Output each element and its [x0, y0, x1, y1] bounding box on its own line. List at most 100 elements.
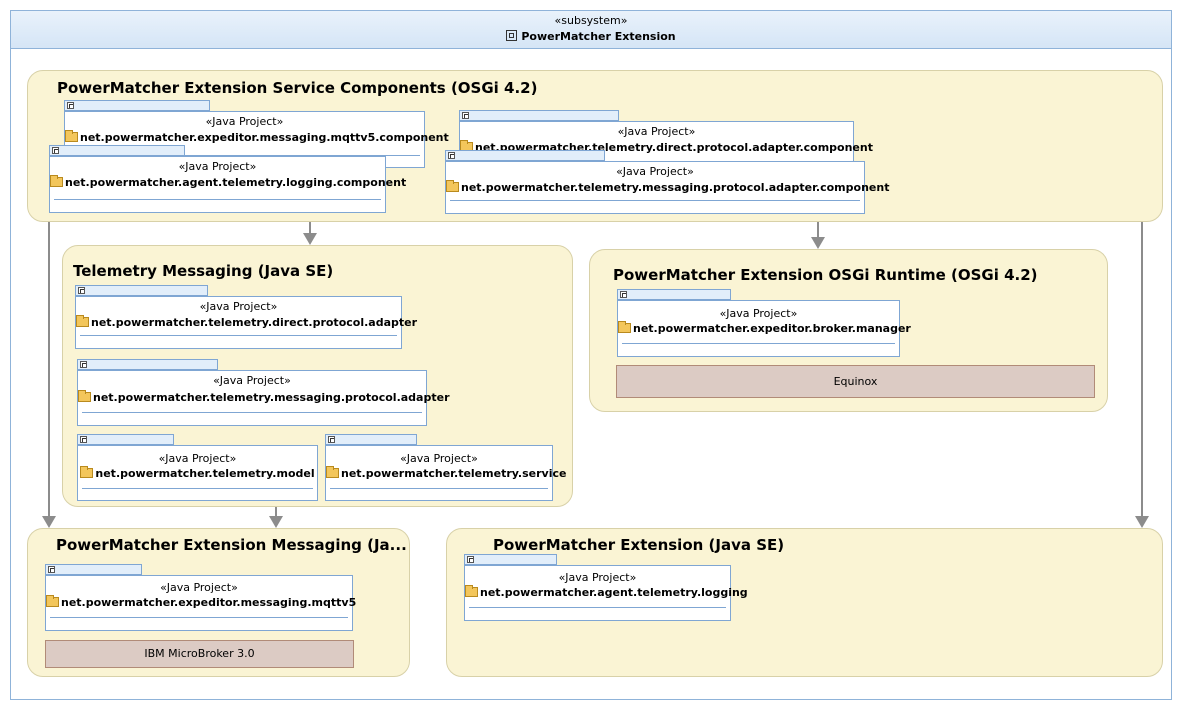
subsystem-stereotype: «subsystem»	[554, 14, 628, 27]
arrowhead	[811, 237, 825, 249]
project-name: net.powermatcher.telemetry.messaging.pro…	[93, 391, 450, 404]
subsystem-header: «subsystem» PowerMatcher Extension	[11, 11, 1171, 49]
project-name-row: net.powermatcher.expeditor.messaging.mqt…	[46, 595, 356, 609]
project-name: net.powermatcher.expeditor.messaging.mqt…	[80, 131, 449, 144]
project-tab	[325, 434, 417, 445]
divider	[82, 488, 313, 489]
project-broker-manager[interactable]: «Java Project» net.powermatcher.expedito…	[617, 300, 911, 357]
project-tab	[617, 289, 731, 300]
project-stereotype: «Java Project»	[616, 165, 694, 178]
shortcut-arrow-icon	[80, 436, 87, 443]
project-tab	[45, 564, 142, 575]
project-tab	[77, 434, 174, 445]
project-stereotype: «Java Project»	[213, 374, 291, 387]
arrowhead	[42, 516, 56, 528]
library-label: Equinox	[833, 375, 878, 388]
divider	[469, 607, 726, 608]
group-service-components-title: PowerMatcher Extension Service Component…	[57, 79, 538, 97]
project-messaging-adapter-component[interactable]: «Java Project» net.powermatcher.telemetr…	[445, 161, 889, 214]
shortcut-arrow-icon	[462, 112, 469, 119]
project-name: net.powermatcher.telemetry.model	[95, 467, 315, 480]
project-name-row: net.powermatcher.expeditor.broker.manage…	[618, 321, 911, 335]
project-tab	[75, 285, 208, 296]
subsystem-icon	[506, 30, 518, 41]
project-name-row: net.powermatcher.telemetry.service	[326, 466, 566, 480]
project-name-row: net.powermatcher.agent.telemetry.logging	[465, 585, 748, 599]
library-equinox[interactable]: Equinox	[616, 365, 1095, 398]
divider	[54, 199, 381, 200]
project-tab	[459, 110, 619, 121]
java-project-folder-icon	[465, 585, 478, 597]
java-project-folder-icon	[80, 466, 94, 478]
shortcut-arrow-icon	[67, 102, 74, 109]
shortcut-arrow-icon	[467, 556, 474, 563]
project-tab	[77, 359, 218, 370]
group-extension-title: PowerMatcher Extension (Java SE)	[493, 536, 785, 554]
divider	[82, 412, 422, 413]
project-name-row: net.powermatcher.telemetry.model	[78, 466, 317, 480]
project-stereotype: «Java Project»	[719, 307, 798, 320]
project-name: net.powermatcher.expeditor.messaging.mqt…	[61, 596, 357, 609]
project-stereotype: «Java Project»	[158, 452, 237, 465]
project-agent-telemetry-logging[interactable]: «Java Project» net.powermatcher.agent.te…	[464, 565, 748, 621]
project-direct-adapter[interactable]: «Java Project» net.powermatcher.telemetr…	[75, 296, 417, 349]
java-project-folder-icon	[618, 321, 631, 333]
arrowhead	[303, 233, 317, 245]
java-project-folder-icon	[76, 315, 89, 327]
shortcut-arrow-icon	[328, 436, 335, 443]
subsystem-title-row: PowerMatcher Extension	[11, 30, 1171, 43]
project-stereotype: «Java Project»	[205, 115, 284, 128]
project-telemetry-service[interactable]: «Java Project» net.powermatcher.telemetr…	[325, 445, 566, 501]
library-microbroker[interactable]: IBM MicroBroker 3.0	[45, 640, 354, 668]
shortcut-arrow-icon	[48, 566, 55, 573]
project-name: net.powermatcher.telemetry.service	[341, 467, 567, 480]
divider	[69, 155, 420, 156]
project-stereotype: «Java Project»	[199, 300, 278, 313]
project-name: net.powermatcher.agent.telemetry.logging	[480, 586, 748, 599]
project-stereotype: «Java Project»	[617, 125, 696, 138]
project-tab	[464, 554, 557, 565]
divider	[330, 488, 548, 489]
project-name: net.powermatcher.expeditor.broker.manage…	[633, 322, 911, 335]
divider	[622, 343, 895, 344]
project-stereotype: «Java Project»	[160, 581, 238, 594]
project-name: net.powermatcher.telemetry.messaging.pro…	[461, 181, 890, 194]
java-project-folder-icon	[78, 390, 91, 402]
project-stereotype: «Java Project»	[400, 452, 478, 465]
project-name: net.powermatcher.telemetry.direct.protoc…	[91, 316, 418, 329]
shortcut-arrow-icon	[620, 291, 627, 298]
shortcut-arrow-icon	[80, 361, 87, 368]
project-name: net.powermatcher.agent.telemetry.logging…	[65, 176, 407, 189]
project-name-row: net.powermatcher.expeditor.messaging.mqt…	[65, 130, 449, 144]
group-osgi-runtime-title: PowerMatcher Extension OSGi Runtime (OSG…	[613, 266, 1038, 284]
library-label: IBM MicroBroker 3.0	[144, 647, 255, 660]
group-messaging-title: PowerMatcher Extension Messaging (Ja...	[56, 536, 407, 554]
java-project-folder-icon	[50, 175, 63, 187]
shortcut-arrow-icon	[448, 152, 455, 159]
project-logging-component[interactable]: «Java Project» net.powermatcher.agent.te…	[49, 156, 406, 213]
project-tab	[64, 100, 210, 111]
project-messaging-adapter[interactable]: «Java Project» net.powermatcher.telemetr…	[77, 370, 450, 426]
project-name-row: net.powermatcher.telemetry.messaging.pro…	[78, 390, 450, 404]
java-project-folder-icon	[65, 130, 78, 142]
group-telemetry-messaging-title: Telemetry Messaging (Java SE)	[73, 262, 334, 280]
project-name-row: net.powermatcher.telemetry.messaging.pro…	[446, 180, 889, 194]
java-project-folder-icon	[446, 180, 459, 192]
project-name-row: net.powermatcher.telemetry.direct.protoc…	[76, 315, 417, 329]
subsystem-title: PowerMatcher Extension	[521, 30, 676, 43]
divider	[50, 617, 348, 618]
shortcut-arrow-icon	[52, 147, 59, 154]
java-project-folder-icon	[326, 466, 339, 478]
project-telemetry-model[interactable]: «Java Project» net.powermatcher.telemetr…	[77, 445, 318, 501]
arrowhead	[269, 516, 283, 528]
divider	[80, 335, 397, 336]
project-tab	[49, 145, 185, 156]
divider	[450, 200, 860, 201]
project-stereotype: «Java Project»	[178, 160, 257, 173]
project-tab	[445, 150, 605, 161]
arrowhead	[1135, 516, 1149, 528]
shortcut-arrow-icon	[78, 287, 85, 294]
project-name-row: net.powermatcher.agent.telemetry.logging…	[50, 175, 406, 189]
project-mqttv5[interactable]: «Java Project» net.powermatcher.expedito…	[45, 575, 356, 631]
